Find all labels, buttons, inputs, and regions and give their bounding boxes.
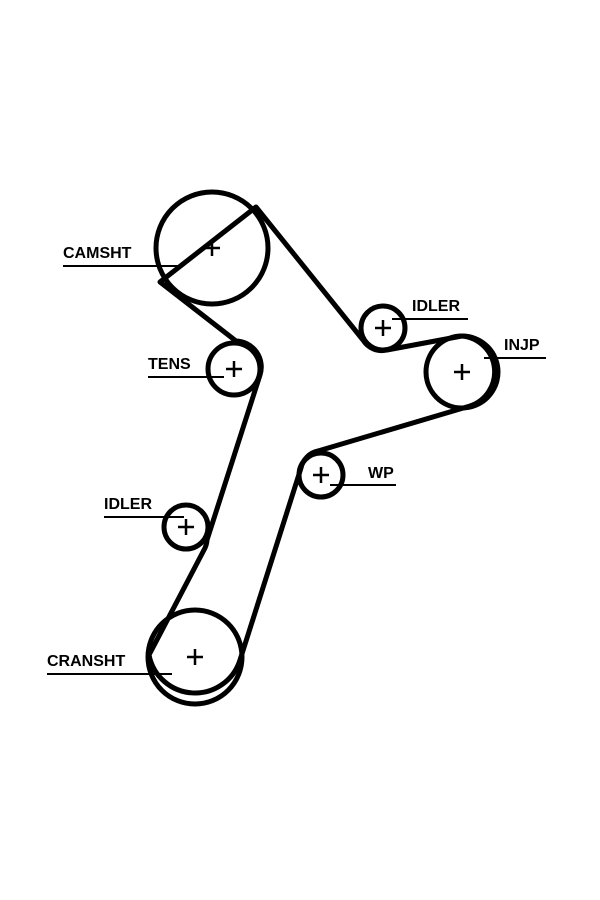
water-pump-label: WP (368, 465, 394, 482)
idler-top-callout: IDLER (392, 298, 468, 320)
crankshaft-label: CRANSHT (47, 653, 125, 670)
injection-pump-label: INJP (504, 337, 540, 354)
water-pump-pulley (296, 450, 346, 500)
injection-pump-pulley (423, 333, 501, 411)
timing-belt (146, 204, 498, 696)
idler-top-label: IDLER (412, 298, 460, 315)
idler-bottom-pulley (161, 502, 211, 552)
tensioner-pulley (205, 340, 263, 398)
idler-bottom-callout: IDLER (104, 496, 184, 518)
camshaft-pulley (153, 189, 271, 307)
camshaft-label: CAMSHT (63, 245, 132, 262)
tensioner-callout: TENS (148, 356, 224, 378)
crankshaft-callout: CRANSHT (47, 653, 172, 675)
water-pump-callout: WP (330, 465, 396, 486)
camshaft-callout: CAMSHT (63, 245, 180, 267)
injection-pump-callout: INJP (484, 337, 546, 359)
idler-bottom-label: IDLER (104, 496, 152, 513)
idler-top-pulley (358, 303, 408, 353)
tensioner-label: TENS (148, 356, 191, 373)
crankshaft-pulley (145, 607, 245, 707)
